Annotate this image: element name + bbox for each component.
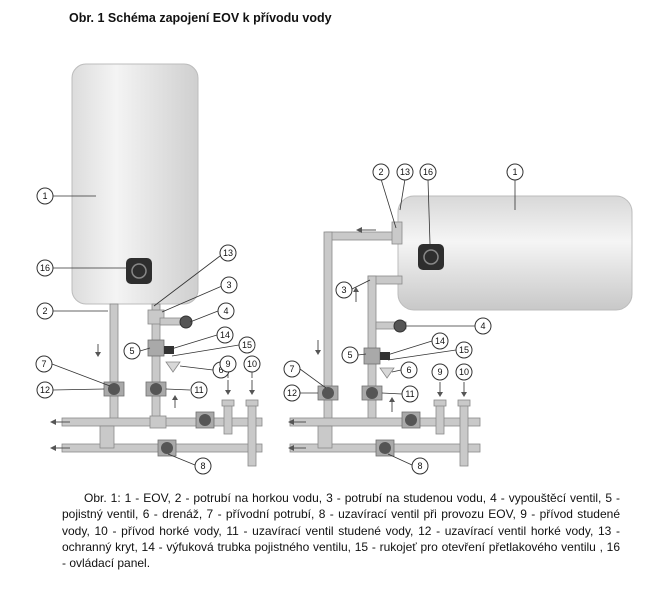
svg-text:11: 11 [194,385,203,395]
svg-text:4: 4 [223,306,228,316]
svg-text:12: 12 [287,388,297,398]
svg-text:14: 14 [220,330,230,340]
right-callout-2: 2 [372,163,390,181]
svg-text:1: 1 [512,167,517,177]
left-callout-8: 8 [194,457,212,475]
figure-caption: Obr. 1: 1 - EOV, 2 - potrubí na horkou v… [62,491,620,571]
svg-text:13: 13 [223,248,233,258]
left-callout-11: 11 [190,381,208,399]
svg-text:3: 3 [226,280,231,290]
left-callout-2: 2 [36,302,54,320]
svg-text:15: 15 [242,340,252,350]
left-callout-15: 15 [238,336,256,354]
svg-text:15: 15 [459,345,469,355]
right-callout-4: 4 [474,317,492,335]
svg-text:7: 7 [41,359,46,369]
right-callout-9: 9 [431,363,449,381]
left-callout-3: 3 [220,276,238,294]
svg-text:7: 7 [289,364,294,374]
svg-text:6: 6 [218,365,223,375]
right-callout-5: 5 [341,346,359,364]
svg-text:12: 12 [40,385,50,395]
right-callout-15: 15 [455,341,473,359]
left-control-panel [126,258,152,284]
right-callout-14: 14 [431,332,449,350]
svg-text:16: 16 [40,263,50,273]
right-callout-16: 16 [419,163,437,181]
right-callout-13: 13 [396,163,414,181]
svg-text:5: 5 [347,350,352,360]
left-callout-13: 13 [219,244,237,262]
right-callout-10: 10 [455,363,473,381]
left-callout-14: 14 [216,326,234,344]
svg-text:9: 9 [437,367,442,377]
svg-text:16: 16 [423,167,433,177]
left-callout-10: 10 [243,355,261,373]
right-callout-12: 12 [283,384,301,402]
svg-text:5: 5 [129,346,134,356]
left-callout-16: 16 [36,259,54,277]
svg-text:3: 3 [341,285,346,295]
svg-text:8: 8 [200,461,205,471]
left-callout-1: 1 [36,187,54,205]
right-callout-7: 7 [283,360,301,378]
svg-text:9: 9 [225,359,230,369]
svg-text:2: 2 [378,167,383,177]
svg-text:4: 4 [480,321,485,331]
left-callout-7: 7 [35,355,53,373]
svg-text:8: 8 [417,461,422,471]
right-callout-3: 3 [335,281,353,299]
figure-title: Obr. 1 Schéma zapojení EOV k přívodu vod… [69,11,332,25]
svg-text:14: 14 [435,336,445,346]
left-callout-4: 4 [217,302,235,320]
right-control-panel [418,244,444,270]
left-callout-9: 9 [219,355,237,373]
svg-text:13: 13 [400,167,410,177]
svg-text:6: 6 [406,365,411,375]
right-callout-8: 8 [411,457,429,475]
svg-text:10: 10 [247,359,257,369]
left-diagram: 1 16 2 13 3 4 14 5 15 7 6 9 10 12 11 8 [35,63,263,475]
right-callout-11: 11 [401,385,419,403]
right-diagram: 2 13 16 1 3 4 14 5 15 7 6 9 10 12 11 8 [283,163,633,475]
svg-text:11: 11 [405,389,414,399]
left-callout-12: 12 [36,381,54,399]
svg-text:1: 1 [42,191,47,201]
left-heater-tank [71,63,199,305]
left-callout-5: 5 [123,342,141,360]
right-callout-6: 6 [400,361,418,379]
svg-text:2: 2 [42,306,47,316]
svg-text:10: 10 [459,367,469,377]
right-callout-1: 1 [506,163,524,181]
